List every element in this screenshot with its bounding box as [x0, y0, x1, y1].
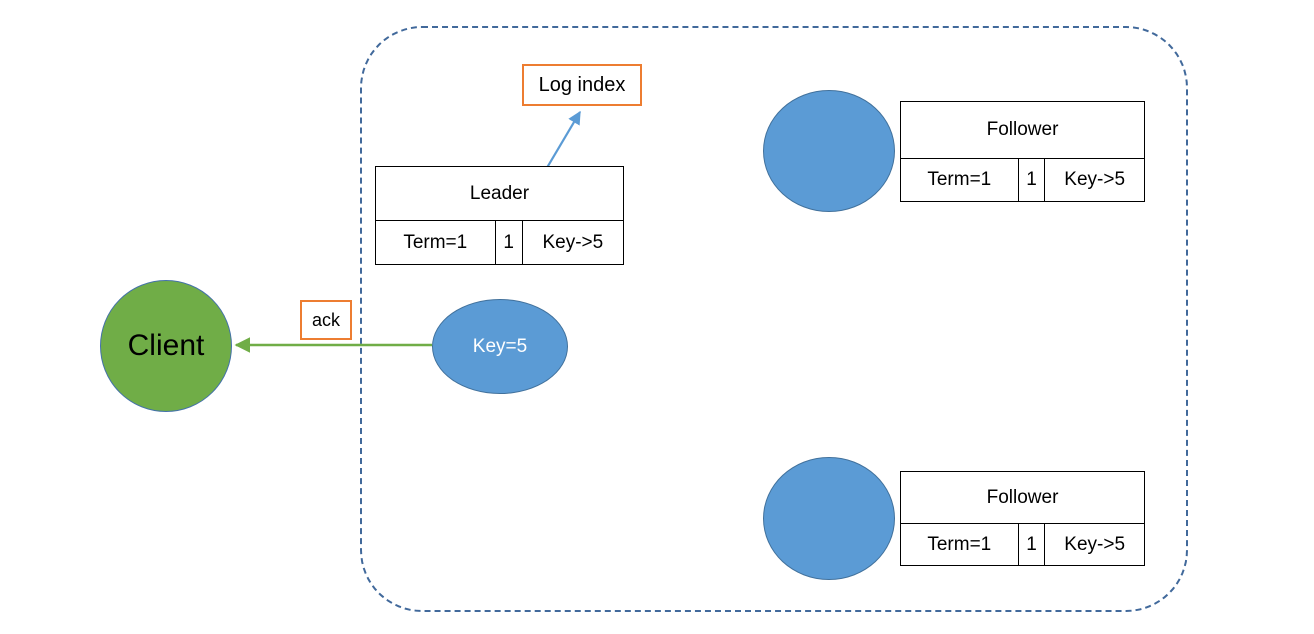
- cluster-boundary: [360, 26, 1188, 612]
- follower-command-cell-1: Key->5: [1044, 159, 1144, 201]
- leader-command-cell: Key->5: [521, 221, 623, 264]
- client-label: Client: [127, 329, 205, 362]
- log-index-callout-label: Log index: [538, 73, 626, 96]
- follower-role-header-1: Follower: [901, 102, 1144, 159]
- client-node[interactable]: Client: [100, 280, 232, 412]
- follower-term-cell-2: Term=1: [927, 533, 992, 555]
- table-row: Term=1 1 Key->5: [901, 524, 1144, 565]
- follower-term-cell-1: Term=1: [927, 169, 992, 190]
- request-node[interactable]: Key=5: [432, 299, 568, 394]
- ack-callout: ack: [300, 300, 352, 340]
- follower-role-header-2: Follower: [901, 472, 1144, 524]
- follower-index-cell-1: 1: [1017, 159, 1045, 201]
- request-node-label: Key=5: [472, 335, 528, 357]
- table-row: Term=1 1 Key->5: [901, 159, 1144, 201]
- table-row: Term=1 1 Key->5: [376, 221, 623, 264]
- follower-index-cell-2: 1: [1017, 524, 1045, 565]
- ack-callout-label: ack: [311, 309, 340, 330]
- follower-node-circle-1[interactable]: [763, 90, 895, 212]
- follower-command-cell-2: Key->5: [1044, 524, 1144, 565]
- leader-log-table: Leader Term=1 1 Key->5: [375, 166, 624, 265]
- log-index-callout: Log index: [522, 64, 642, 106]
- follower-log-table-1: Follower Term=1 1 Key->5: [900, 101, 1145, 202]
- follower-log-table-2: Follower Term=1 1 Key->5: [900, 471, 1145, 566]
- follower-node-circle-2[interactable]: [763, 457, 895, 580]
- leader-role-header: Leader: [376, 167, 623, 221]
- leader-term-cell: Term=1: [403, 231, 468, 253]
- leader-index-cell: 1: [494, 221, 522, 264]
